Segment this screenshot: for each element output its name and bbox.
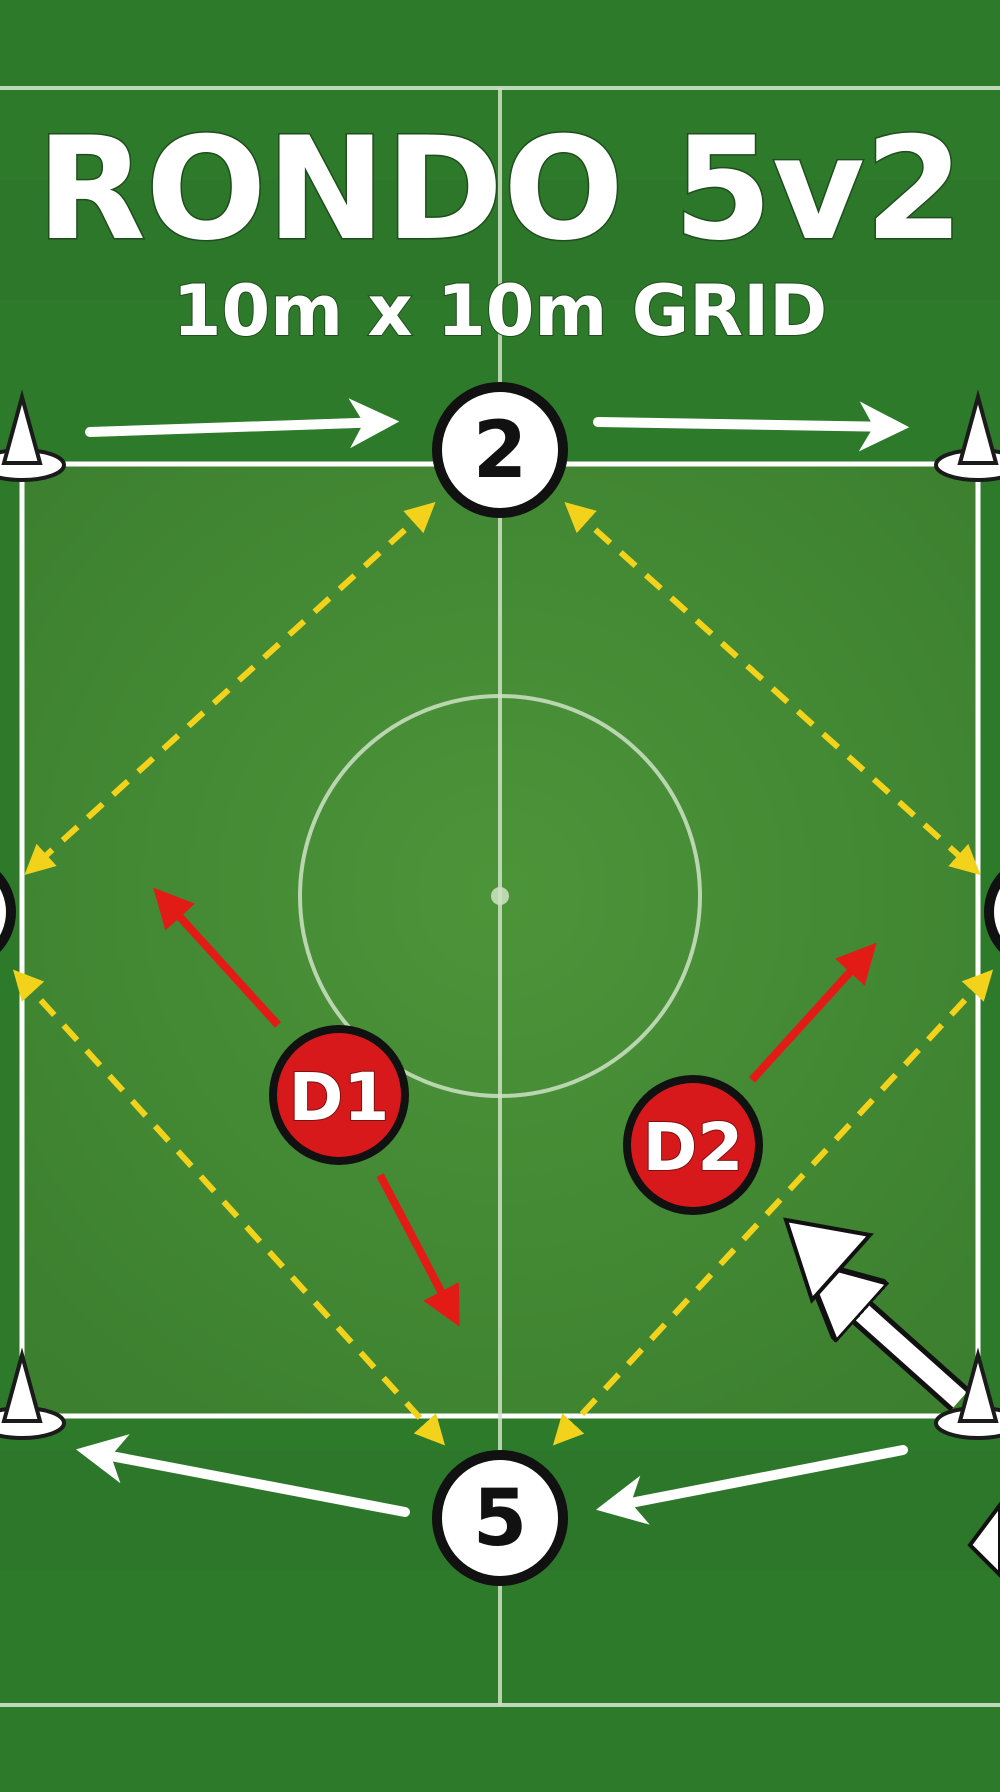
attacker-right-fill [994, 888, 1000, 936]
defender-d2-fill [631, 1083, 755, 1207]
attacker-top-fill [442, 392, 558, 508]
attacker-bottom-fill [442, 1460, 558, 1576]
attacker-top: 2 [432, 382, 568, 518]
pass-lane-right-bottom [552, 969, 994, 1446]
pass-lane-top-right [564, 501, 981, 876]
cones [0, 389, 1000, 1440]
edge-arrow-fragment [967, 1501, 1000, 1578]
attacker-right-disc [984, 872, 1000, 952]
run-arrow-bottom-right [595, 1445, 908, 1525]
attacker-left-fill [0, 888, 6, 936]
defender-d1-fill [277, 1033, 401, 1157]
defender-d2: D2 [623, 1075, 763, 1215]
d1-arrow-down [376, 1173, 460, 1327]
defender-d1: D1 [269, 1025, 409, 1165]
passing-lanes [12, 501, 994, 1446]
movement-arrows [75, 398, 910, 1525]
centre-circle [298, 694, 702, 1098]
run-arrow-top-right [593, 401, 910, 452]
defender-arrows [153, 887, 877, 1327]
attacker-left-partial [0, 872, 16, 952]
cone-icon [0, 389, 66, 482]
defender-d2-label: D2 [643, 1109, 744, 1186]
attacker-right-partial [984, 872, 1000, 952]
cone-icon [934, 389, 1000, 482]
pass-lane-top-left [24, 501, 436, 876]
diagram-subtitle: 10m x 10m GRID [173, 270, 827, 352]
cone-icon [0, 1347, 66, 1440]
pass-lane-left-bottom [12, 969, 446, 1446]
big-arrow-fill [820, 1275, 967, 1408]
diagram-title: RONDO 5v2 [36, 107, 963, 272]
defender-d1-label: D1 [289, 1059, 390, 1136]
run-arrow-top-left [85, 398, 400, 449]
attacker-left-disc [0, 872, 16, 952]
attacker-bottom: 5 [432, 1450, 568, 1586]
cone-icon [934, 1347, 1000, 1440]
d1-arrow-up [153, 887, 281, 1028]
d2-arrow-up [749, 942, 877, 1083]
attacker-bottom-label: 5 [473, 1474, 527, 1564]
centre-spot [491, 887, 509, 905]
pressing-arrow [783, 1217, 970, 1412]
big-arrow-head [783, 1217, 874, 1304]
run-arrow-bottom-left [75, 1434, 410, 1517]
attacker-top-label: 2 [473, 406, 527, 496]
